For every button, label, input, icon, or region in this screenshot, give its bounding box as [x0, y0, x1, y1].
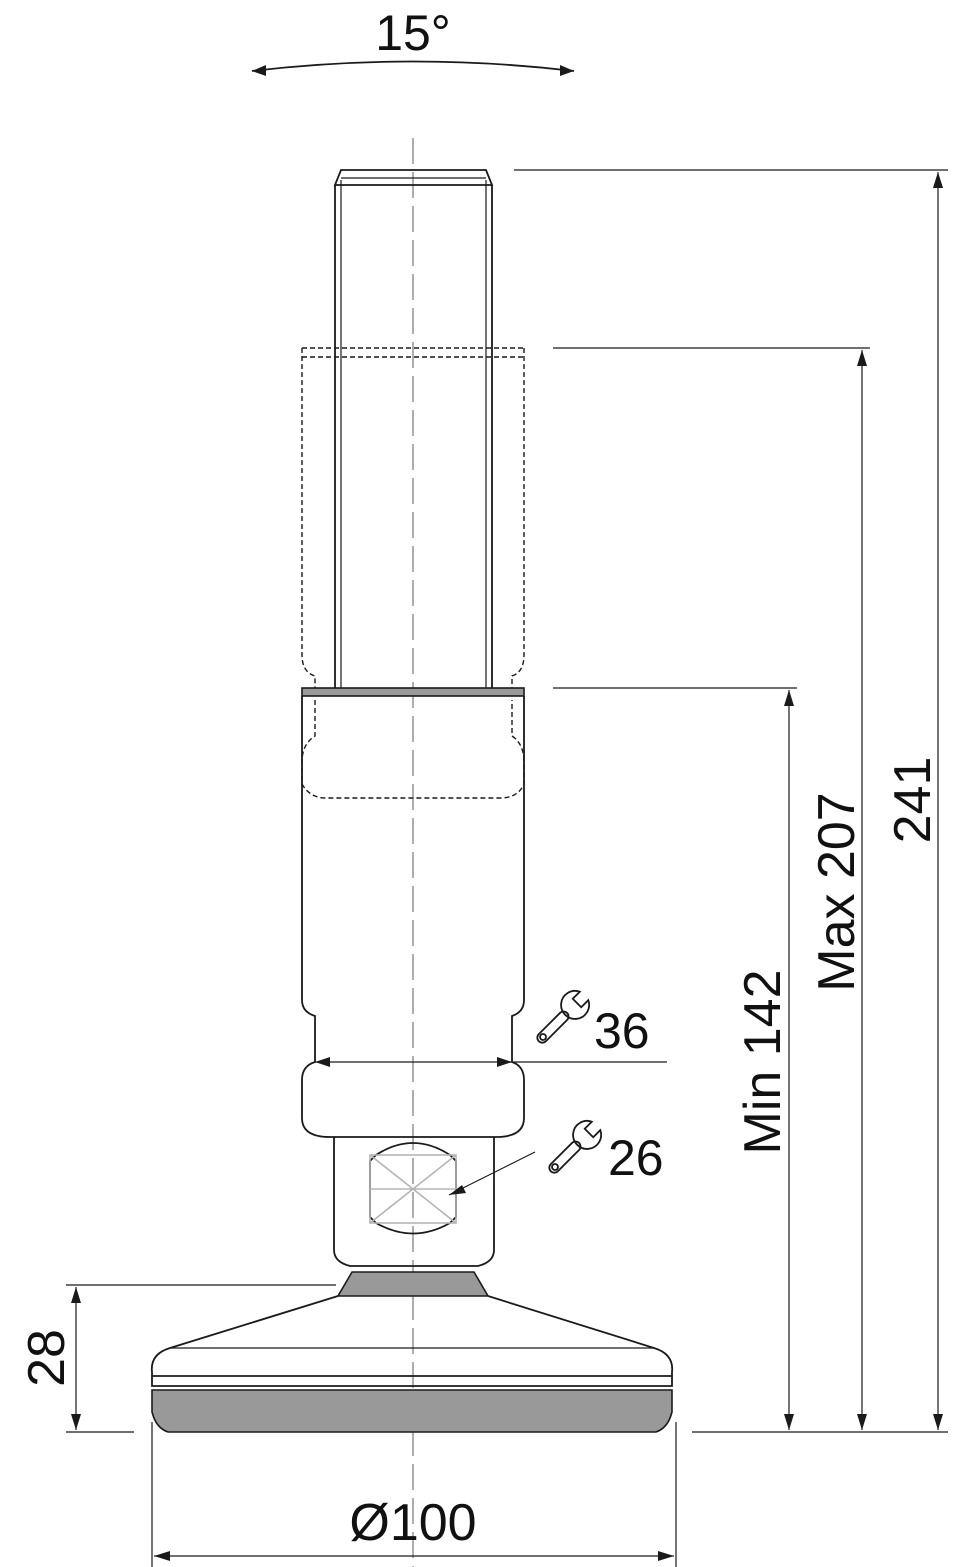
- tilt-arrow-right: [560, 65, 574, 76]
- tilt-angle-label: 15°: [375, 5, 451, 61]
- dimension-total-height-label: 241: [884, 757, 942, 844]
- housing: [301, 687, 667, 1138]
- dimension-max-height-label: Max 207: [808, 792, 866, 991]
- ball-joint-ring: [336, 1271, 490, 1297]
- dimension-max-height: [553, 347, 870, 1430]
- dimension-min-height: [553, 687, 797, 1430]
- dimension-total-height: [514, 169, 948, 1433]
- wrench-size-body-label: 36: [594, 1003, 650, 1059]
- spindle: [333, 169, 494, 690]
- wrench-icon: [536, 990, 590, 1044]
- base-foot: [150, 1295, 674, 1433]
- wrench-size-nut-label: 26: [608, 1130, 664, 1186]
- tilt-arrow-left: [252, 65, 266, 76]
- dimension-base-diameter-label: Ø100: [349, 1494, 476, 1552]
- wrench-icon: [548, 1120, 602, 1174]
- tilt-angle-arc: [251, 60, 575, 72]
- dimension-min-height-label: Min 142: [734, 970, 792, 1155]
- dimension-base-height-label: 28: [18, 1329, 76, 1387]
- housing-max-extended: [301, 347, 525, 690]
- nut: [333, 1137, 536, 1267]
- dimension-base-diameter: [151, 1422, 677, 1567]
- dimension-base-height: [66, 1284, 336, 1433]
